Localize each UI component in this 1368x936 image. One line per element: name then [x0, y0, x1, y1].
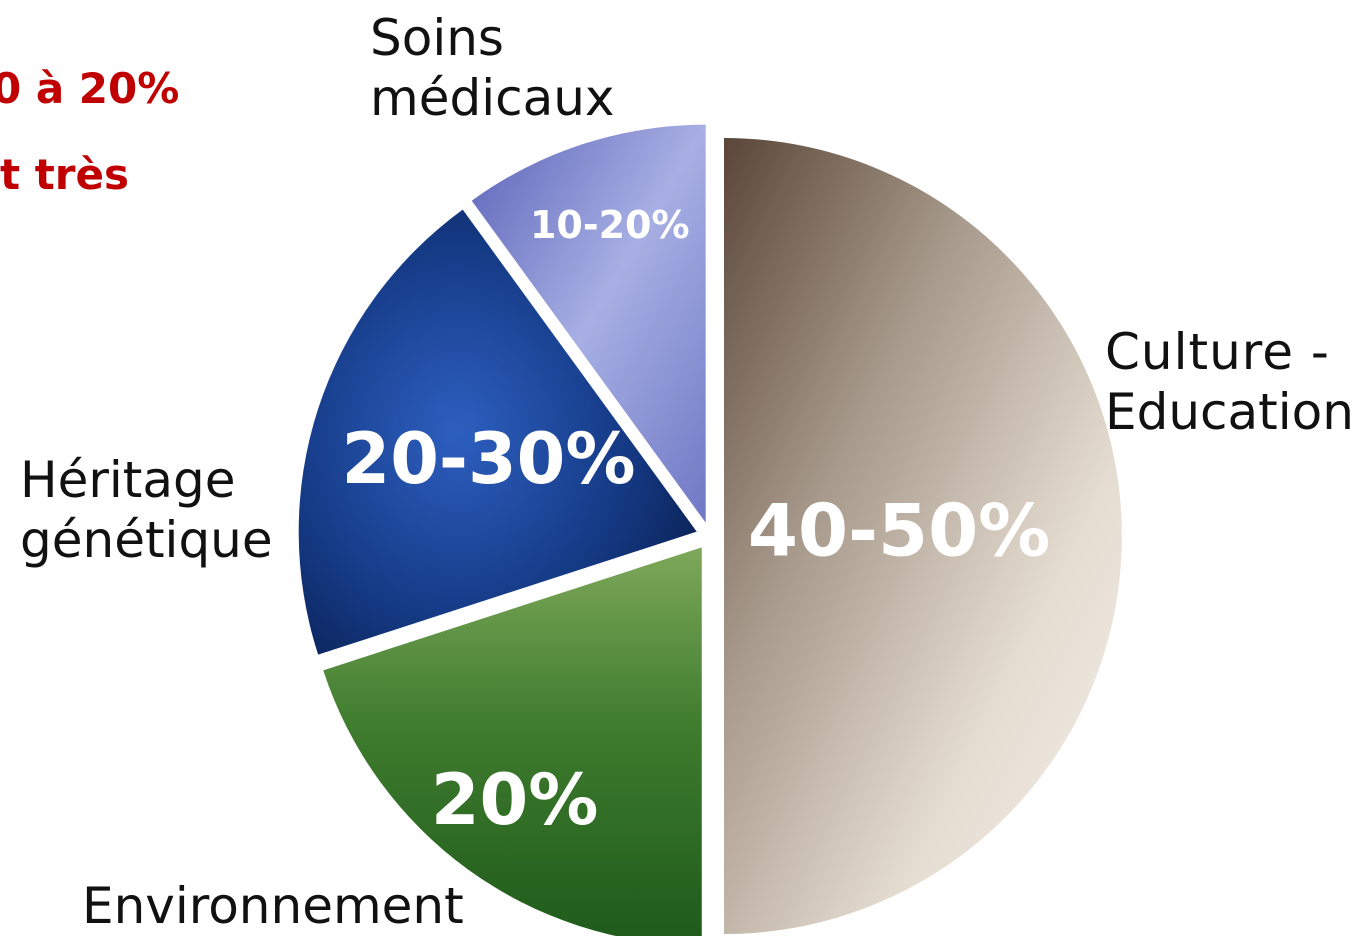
slice-label-soins-medicaux: Soins médicaux: [370, 8, 615, 128]
slice-label-line: Education: [1105, 383, 1354, 441]
pie-slice-environnement: [323, 547, 702, 936]
headline-line-1: 0 à 20%: [0, 64, 180, 113]
headline-line-2: t très: [0, 150, 129, 199]
pie-slice-soins-medicaux: [471, 124, 706, 523]
slice-label-line: Environnement: [82, 877, 464, 935]
slice-label-culture-education: Culture - Education: [1105, 322, 1354, 442]
slice-label-line: médicaux: [370, 69, 615, 127]
slice-label-line: génétique: [20, 511, 273, 569]
pie-slice-culture-education: [724, 138, 1122, 934]
slice-label-line: Soins: [370, 9, 504, 67]
slice-label-line: Culture -: [1105, 323, 1330, 381]
pie-slice-heritage-genetique: [298, 209, 697, 655]
slice-label-environnement: Environnement: [82, 876, 464, 936]
slice-label-line: Héritage: [20, 451, 236, 509]
pie-value-label-soins-medicaux: 10-20%: [530, 203, 690, 247]
pie-value-label-culture-education: 40-50%: [748, 489, 1050, 573]
pie-value-label-environnement: 20%: [431, 759, 599, 841]
slice-label-heritage-genetique: Héritage génétique: [20, 450, 273, 570]
pie-value-label-heritage-genetique: 20-30%: [341, 418, 635, 500]
